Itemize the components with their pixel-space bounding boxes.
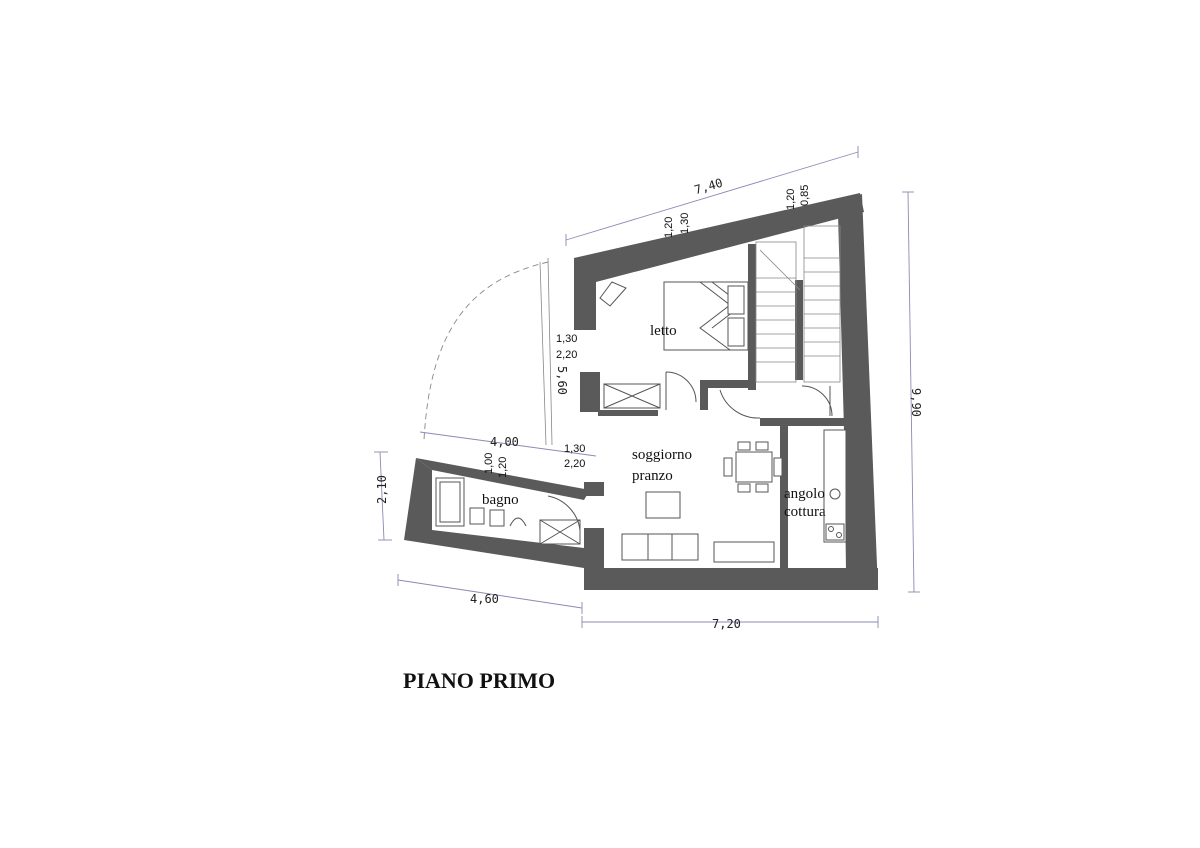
bagno-walls	[404, 458, 590, 568]
window-label: 1,20	[785, 189, 797, 210]
room-label-pranzo: pranzo	[632, 468, 673, 484]
interior-walls	[598, 244, 846, 568]
stairs	[755, 225, 841, 383]
window-label: 1,30	[564, 443, 585, 455]
dim-bagno-bottom: 4,60	[470, 592, 499, 606]
room-label-cottura: cottura	[784, 504, 826, 520]
window-label: 2,20	[564, 458, 585, 470]
window-label: 1,00	[483, 453, 495, 474]
terrace-edge	[539, 261, 547, 446]
room-label-letto: letto	[650, 323, 677, 339]
window-label: 1,30	[679, 213, 691, 234]
room-label-angolo: angolo	[784, 486, 825, 502]
terrace-outline	[423, 261, 549, 441]
dim-right: 9,90	[909, 388, 923, 417]
room-label-soggiorno: soggiorno	[632, 447, 692, 463]
terrace-edge	[547, 257, 553, 446]
window-label: 1,20	[497, 457, 509, 478]
dim-bottom: 7,20	[712, 617, 741, 631]
window-label: 2,20	[556, 349, 577, 361]
window-label: 1,20	[663, 217, 675, 238]
dim-bagno-height: 2,10	[375, 475, 389, 504]
dimension-lines	[374, 146, 920, 628]
window-label: 0,85	[799, 185, 811, 206]
room-label-bagno: bagno	[482, 492, 519, 508]
window-label: 1,30	[556, 333, 577, 345]
dim-left-depth: 5,60	[555, 366, 569, 395]
dim-bagno-width: 4,00	[490, 435, 519, 449]
furniture	[435, 225, 847, 563]
drawing-title: PIANO PRIMO	[403, 668, 555, 693]
exterior-walls	[574, 193, 878, 590]
